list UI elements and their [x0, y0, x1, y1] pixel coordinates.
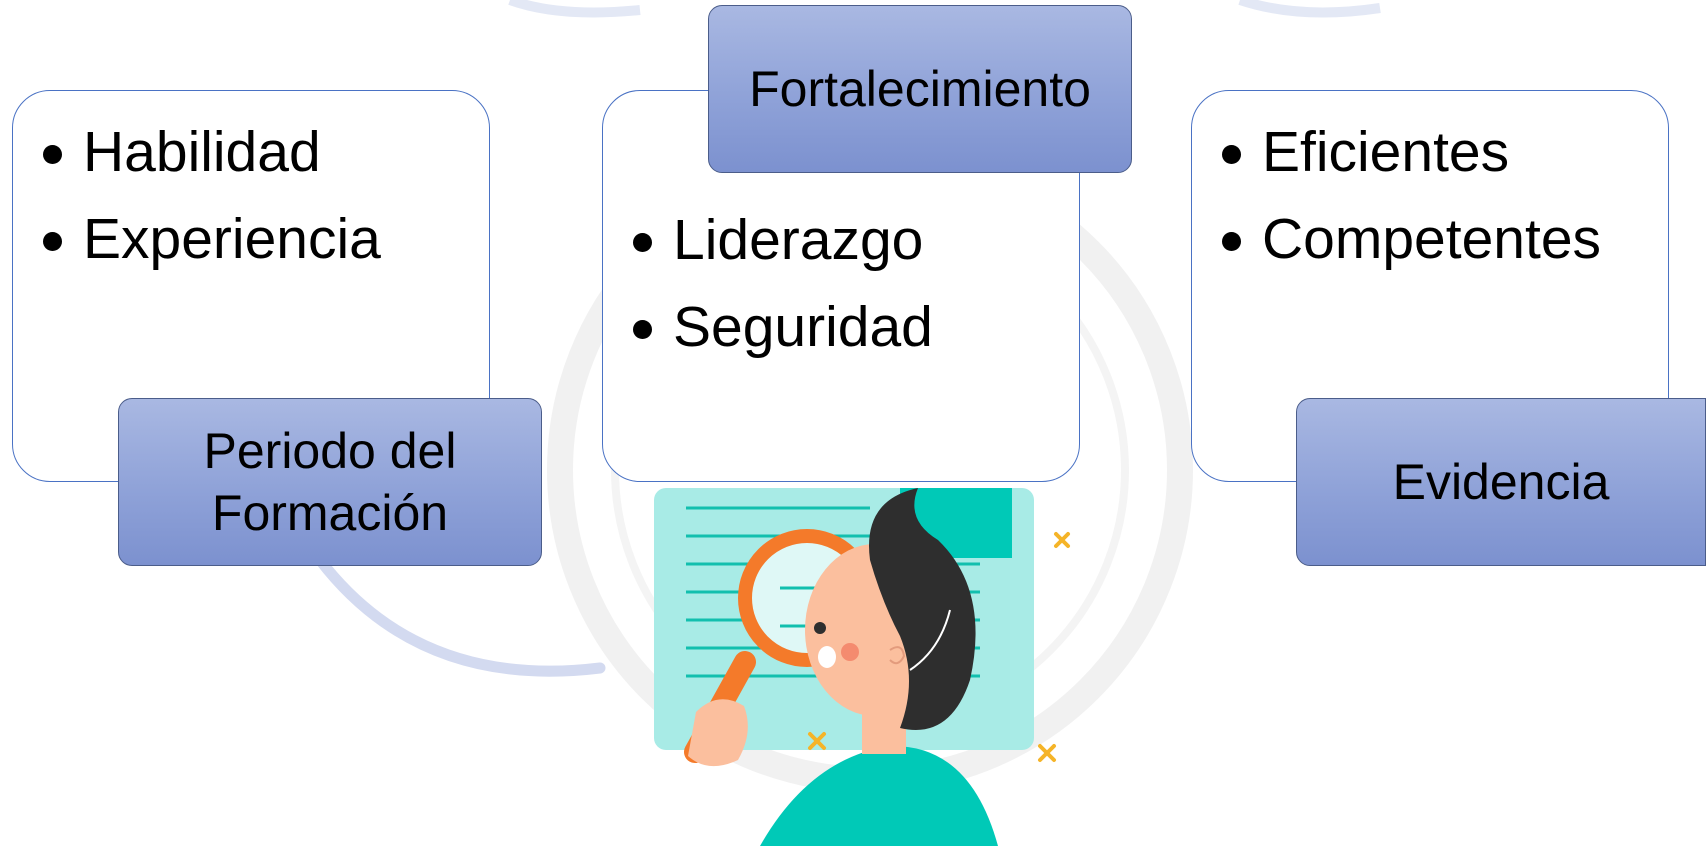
tag-label: Periodo del Formación [203, 423, 457, 541]
tag-fortalecimiento: Fortalecimiento [708, 5, 1132, 173]
background-arc-top-left [508, 0, 641, 18]
tag-label: Fortalecimiento [749, 61, 1091, 117]
tag-label: Evidencia [1392, 454, 1610, 510]
tag-evidencia: Evidencia [1296, 398, 1706, 566]
person-illustration [760, 488, 998, 846]
list-item: Competentes [1216, 196, 1601, 283]
list-item: Seguridad [627, 284, 933, 371]
list-item: Eficientes [1216, 109, 1601, 196]
list-item: Habilidad [37, 109, 381, 196]
card-left-list: Habilidad Experiencia [37, 109, 381, 283]
card-center-list: Liderazgo Seguridad [627, 197, 933, 371]
list-item: Experiencia [37, 196, 381, 283]
background-arc [314, 554, 606, 677]
list-item: Liderazgo [627, 197, 933, 284]
card-right-list: Eficientes Competentes [1216, 109, 1601, 283]
sparkle-icon [808, 532, 1070, 762]
tag-periodo-formacion: Periodo del Formación [118, 398, 542, 566]
search-illustration [654, 488, 1070, 846]
background-arc-top-right [1238, 0, 1381, 18]
